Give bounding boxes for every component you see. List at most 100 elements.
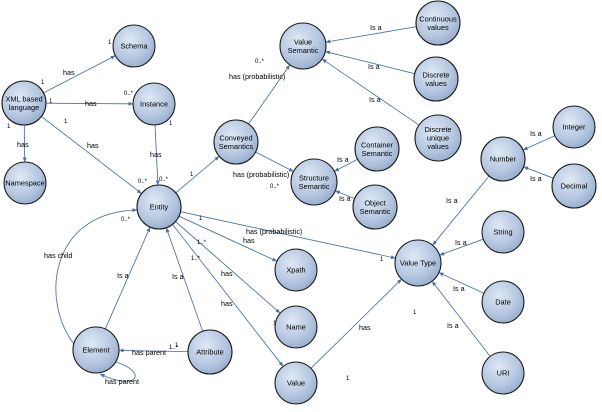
multiplicity-label: 0..* [138,179,148,185]
edge-integer-to-number [522,135,556,151]
node-label: Semantic [299,182,330,191]
node-decimal: Decimal [551,163,597,209]
edge-label-continuous-to-value_semantic: Is a [370,23,382,32]
multiplicity-label: 1 [346,376,350,382]
node-label: Integer [562,123,586,132]
edge-xml-to-entity [41,116,142,194]
node-circle [394,239,442,287]
node-label: String [493,228,512,237]
node-label: Name [286,323,306,332]
node-circle [132,82,176,126]
edge-label-object_semantic-to-structure_semantic: Is a [339,194,351,203]
multiplicity-label: 0..* [121,217,131,223]
node-circle [413,56,459,102]
node-label: Value [287,379,305,388]
edge-label-conveyed-to-value_semantic: has (probabilistic) [229,72,285,81]
node-circle [213,119,259,165]
node-circle [112,24,156,68]
edge-label-uri-to-value_type: Is a [447,321,459,330]
edge-label-integer-to-number: Is a [530,129,542,138]
edge-conveyed-to-value_semantic [248,64,291,125]
edge-label-entity-to-xpath: has [243,236,255,245]
edge-string-to-value_type [439,238,484,256]
node-circle [72,326,120,374]
node-namespace: Namespace [3,161,47,205]
node-label: Semantic [288,46,319,55]
node-circle [274,361,318,405]
multiplicity-label: 1..* [191,256,201,262]
node-circle [274,248,318,292]
edge-entity-to-xpath [178,215,278,262]
node-label: Semantics [219,142,254,151]
edge-label-has-child: has child [44,251,72,260]
edge-label-xml-to-entity: has [87,141,99,150]
node-label: Element [82,346,109,355]
node-circle [279,22,327,70]
multiplicity-label: 1 [199,216,203,222]
multiplicity-label: 1 [175,343,179,349]
edge-entity-to-value [172,224,284,367]
node-circle [3,161,47,205]
edge-label-entity-to-value: has [221,299,233,308]
node-label: Semantic [362,149,393,158]
node-label: Date [495,298,511,307]
node-number: Number [480,136,526,182]
node-label: Attribute [196,348,224,357]
edge-conveyed-to-structure_semantic [255,151,294,172]
edge-label-attribute-to-entity: Is a [172,272,184,281]
node-label: Structure [299,173,329,182]
edge-label-entity-to-value_type: has (probabilistic) [246,227,302,236]
node-label: Entity [150,203,169,212]
multiplicity-label: 1 [49,99,53,105]
node-element: Element [72,326,120,374]
edge-xml-to-instance [45,101,134,106]
node-value-type: Value Type [394,239,442,287]
node-value: Value [274,361,318,405]
node-label: values [425,79,447,88]
node-circle [136,184,182,230]
multiplicity-label: 1 [380,257,384,263]
node-instance: Instance [132,82,176,126]
multiplicity-label: 0..* [124,91,134,97]
node-name: Name [274,305,318,349]
multiplicity-label: 1..* [197,240,207,246]
node-uri: URI [481,351,525,395]
multiplicity-label: 1..* [169,345,179,351]
multiplicity-label: 1 [108,40,112,46]
node-label: Xpath [286,266,305,275]
edge-label-value-to-value_type: has [359,323,371,332]
edge-continuous-to-value_semantic [325,26,417,44]
edge-xml-to-schema [43,55,116,94]
node-label: Namespace [5,179,44,188]
edge-label-entity-to-name: has [221,269,233,278]
edges-layer [22,26,556,382]
node-circle [354,126,400,172]
edge-label-xml-to-schema: has [63,68,75,77]
multiplicity-label: 1 [169,121,173,127]
multiplicity-label: 0..* [255,59,265,65]
edge-element-has-child-entity [55,208,138,345]
edge-instance-to-entity [154,124,160,186]
edge-value-to-value_type [310,278,402,369]
multiplicity-label: 1 [413,310,417,316]
multiplicity-label: 1 [7,124,11,130]
edge-label-discrete_unique-to-value_semantic: Is a [369,95,381,104]
edge-entity-to-value_type [180,211,396,260]
node-circle [187,329,233,375]
node-circle [274,305,318,349]
node-label: Conveyed [219,133,252,142]
node-label: Instance [140,100,168,109]
edge-discrete_unique-to-value_semantic [321,58,420,126]
node-circle [415,0,461,46]
node-integer: Integer [552,105,596,149]
edge-label-string-to-value_type: Is a [455,238,467,247]
